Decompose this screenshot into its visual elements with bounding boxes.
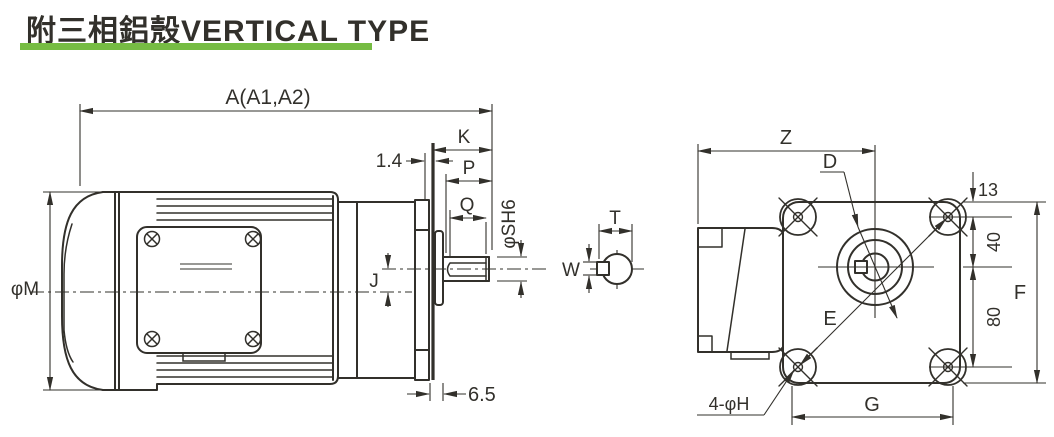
body-bottom-edge: [102, 375, 339, 391]
frame-plate: [136, 226, 262, 354]
terminal-box-corner-tabs: [697, 227, 723, 353]
side-view: A(A1,A2) K 1.4 P Q φSH6: [11, 86, 548, 406]
dim-arrow-e: [799, 291, 874, 366]
leader-arrow: [843, 171, 859, 228]
dim-label-holes: 4-φH: [709, 394, 750, 414]
dim-label-axis-offset: J: [369, 271, 379, 292]
dim-label-plate-gap: 1.4: [376, 151, 403, 172]
bolt-hole-icon: [778, 197, 818, 237]
dim-label-z: Z: [780, 127, 792, 149]
flange-outline: [782, 201, 961, 384]
end-cap-outline: [61, 191, 120, 391]
frame-bottom-tab: [182, 352, 226, 362]
front-view: Z D 13 40 80 F E G: [697, 127, 1046, 425]
dim-label-motor-diameter: φM: [11, 279, 39, 300]
dim-label-p: P: [463, 158, 476, 179]
dim-label-w: W: [562, 260, 580, 281]
screw-icon: [143, 330, 161, 348]
dim-label-g: G: [864, 394, 880, 416]
pilot-boss: [434, 230, 444, 306]
dim-label-k: K: [458, 127, 471, 148]
key-section-view: T W: [562, 208, 644, 293]
shaft-keyway: [446, 262, 487, 277]
dim-label-center-to-hole: 80: [984, 307, 1004, 327]
dim-label-bore: D: [823, 151, 837, 173]
terminal-box-bottom-tab: [730, 351, 770, 360]
dim-label-q: Q: [460, 195, 475, 216]
title-underline-bar: [20, 43, 372, 50]
screw-icon: [143, 230, 161, 248]
end-cap-seam: [63, 223, 74, 363]
terminal-box-lid-line: [726, 228, 746, 352]
dim-label-t: T: [609, 208, 621, 229]
leader-arrow: [763, 369, 795, 416]
dim-label-e: E: [823, 308, 836, 330]
dim-label-shaft-diameter: φSH6: [499, 199, 520, 248]
dim-label-f: F: [1014, 282, 1026, 304]
dim-label-hole-to-center: 40: [984, 232, 1004, 252]
page-title: 附三相鋁殼VERTICAL TYPE: [26, 15, 431, 48]
dim-label-flange-thickness: 6.5: [468, 384, 496, 406]
body-top-edge: [102, 191, 339, 201]
screw-icon: [244, 330, 262, 348]
leader-arrow: [857, 226, 898, 319]
key-section: [596, 261, 610, 276]
screw-icon: [244, 230, 262, 248]
dim-label-overall-length: A(A1,A2): [225, 86, 310, 109]
dim-arrow-e: [872, 218, 947, 293]
flange-plate: [414, 199, 430, 381]
dim-label-edge-to-hole: 13: [978, 180, 998, 200]
